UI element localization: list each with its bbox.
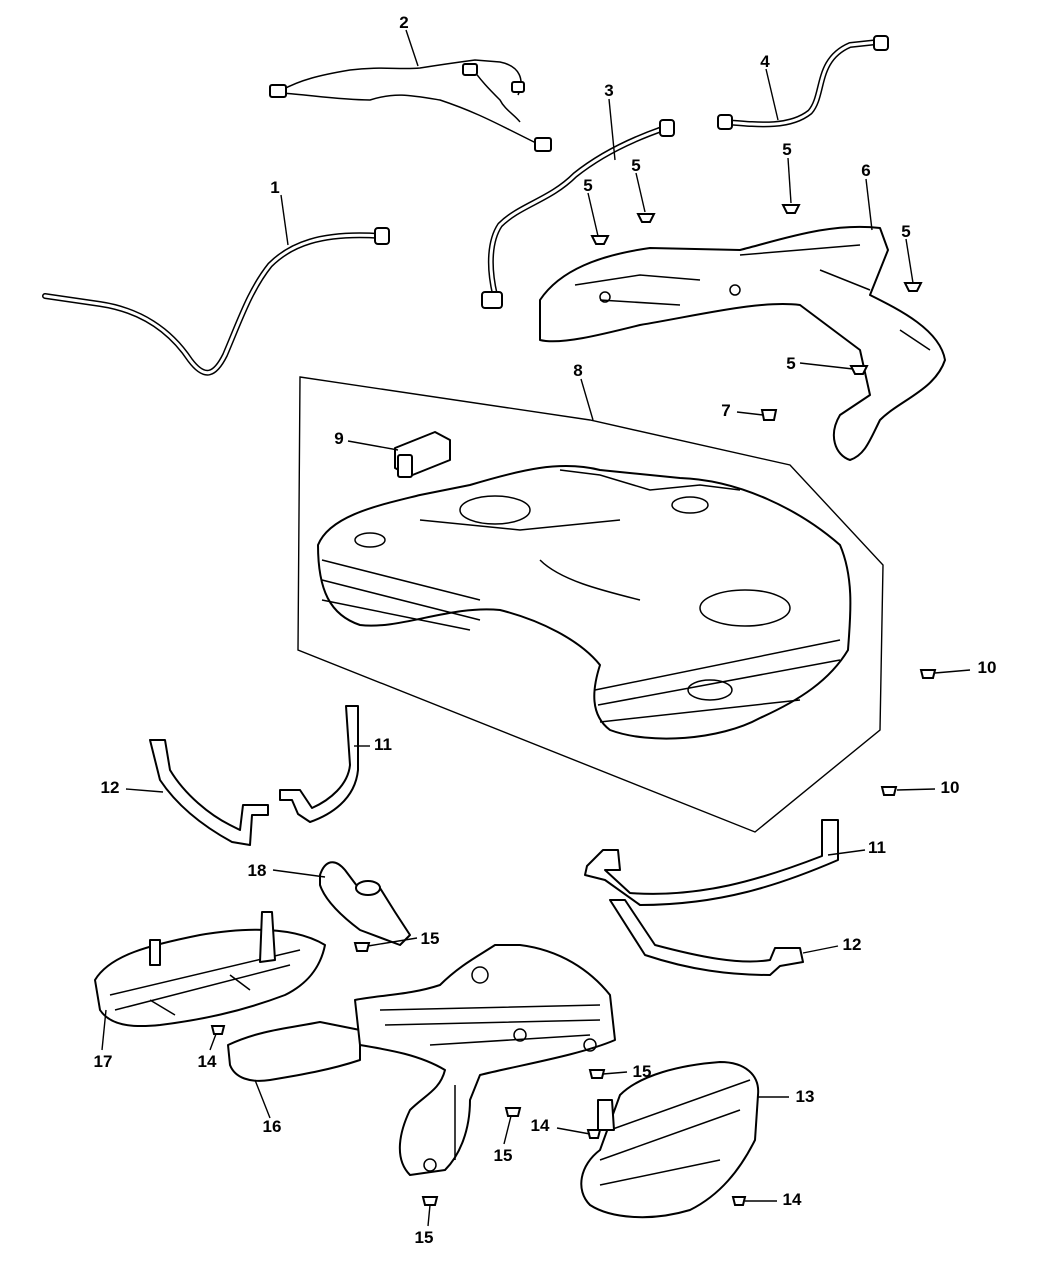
heat-shield-part-16 — [227, 1021, 361, 1082]
callout-7: 7 — [721, 401, 730, 420]
callout-16: 16 — [263, 1117, 282, 1136]
callout-8: 8 — [573, 361, 582, 380]
callout-5d: 5 — [901, 222, 910, 241]
fuel-tank-part-8 — [317, 465, 852, 740]
callout-6: 6 — [861, 161, 870, 180]
pressure-sensor-part-9 — [394, 431, 451, 478]
wiring-harness-part-2 — [269, 59, 552, 152]
upper-shield-part-6 — [539, 225, 946, 461]
callout-11a: 11 — [374, 735, 392, 754]
heat-shield-part-17 — [94, 911, 326, 1028]
fastener-group-upper — [590, 204, 923, 421]
fuel-tank-boundary — [297, 376, 884, 833]
callout-15b: 15 — [633, 1062, 652, 1081]
fastener-group-lower — [210, 942, 747, 1206]
vent-line-part-3 — [481, 119, 675, 309]
callout-10a: 10 — [978, 658, 997, 677]
leader-lines — [101, 29, 971, 1227]
callout-13: 13 — [796, 1087, 815, 1106]
center-crossmember — [354, 944, 616, 1176]
callout-15a: 15 — [421, 929, 440, 948]
purge-line-part-4 — [717, 35, 889, 130]
filler-hose-part-1 — [42, 227, 390, 376]
callout-9: 9 — [334, 429, 343, 448]
callout-18: 18 — [248, 861, 267, 880]
bracket-part-18 — [319, 861, 411, 946]
callout-10b: 10 — [941, 778, 960, 797]
callout-14a: 14 — [198, 1052, 217, 1071]
heat-shield-part-13 — [580, 1061, 760, 1219]
callout-17: 17 — [94, 1052, 113, 1071]
callout-labels: 1 2 3 4 5 5 5 5 5 6 7 8 9 10 10 11 11 12… — [94, 13, 997, 1247]
callout-5e: 5 — [786, 354, 795, 373]
callout-4: 4 — [760, 52, 770, 71]
callout-14b: 14 — [531, 1116, 550, 1135]
callout-15c: 15 — [494, 1146, 513, 1165]
fastener-group-10 — [880, 669, 937, 796]
callout-5c: 5 — [782, 140, 791, 159]
callout-5a: 5 — [583, 176, 592, 195]
callout-11b: 11 — [868, 838, 886, 857]
callout-2: 2 — [399, 13, 408, 32]
callout-3: 3 — [604, 81, 613, 100]
callout-12b: 12 — [843, 935, 862, 954]
tank-strap-right — [584, 819, 839, 976]
callout-5b: 5 — [631, 156, 640, 175]
callout-12a: 12 — [101, 778, 120, 797]
callout-14c: 14 — [783, 1190, 802, 1209]
tank-strap-left — [149, 705, 359, 846]
callout-1: 1 — [270, 178, 279, 197]
callout-15d: 15 — [415, 1228, 434, 1247]
